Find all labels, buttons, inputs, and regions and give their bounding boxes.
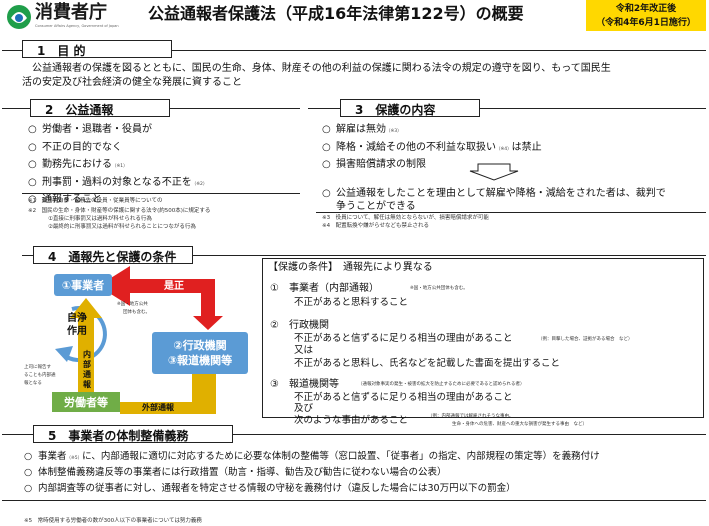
internal-report-label: 内部 通報 [83, 350, 91, 389]
c2-note: （例：目撃した場合、証拠がある場合 など） [538, 337, 633, 342]
c1-note: ※国・地方公共団体も含む。 [410, 286, 468, 291]
org-sub: Consumer Affairs Agency, Government of J… [35, 24, 119, 28]
c2-head: ② 行政機関 [270, 320, 329, 331]
list-item: ○体制整備義務違反等の事業者には行政措置（助言・指導、勧告及び勧告に従わない場合… [24, 467, 447, 478]
self-label2: 作用 [67, 326, 87, 337]
c2-body2: 不正があると思料し、氏名などを記載した書面を提出すること [294, 358, 561, 369]
badge-line1: 令和2年改正後 [615, 4, 677, 14]
self-label1: 自浄 [67, 313, 87, 324]
list-item: ○損害賠償請求の制限 [322, 159, 426, 170]
c1-head: ① 事業者（内部通報） [270, 283, 379, 294]
logo-mark-icon [7, 5, 31, 29]
conditions-title: 【保護の条件】 通報先により異なる [268, 262, 433, 273]
correction-label: 是正 [164, 281, 184, 292]
list-item: ○刑事罰・過料の対象となる不正を（※2） [28, 176, 208, 188]
side-note3: 報となる [24, 381, 42, 386]
list-item: ○事業者（※5）に、内部通報に適切に対応するために必要な体制の整備等（窓口設置、… [24, 451, 600, 462]
result-line2: 争うことができる [336, 201, 416, 212]
s3-footnote2: ※4 配置転換や嫌がらせなども禁止される [322, 223, 429, 229]
self-purification-label: 自浄 作用 [52, 310, 102, 340]
agency-box: ②行政機関 ③報道機関等 [152, 332, 248, 374]
section2-heading: 2 公益通報 [30, 99, 170, 117]
s2-footnote4: ②最終的に刑事罰又は過料が科せられることにつながる行為 [48, 224, 196, 230]
workers-box: 労働者等 [52, 392, 120, 412]
down-arrow-icon [469, 163, 519, 181]
agency1-label: ②行政機関 [173, 339, 227, 352]
conditions-box [262, 258, 704, 418]
list-item: ○勤務先における（※1） [28, 159, 128, 170]
c3-head: ③ 報道機関等 [270, 379, 339, 390]
section3-heading: 3 保護の内容 [340, 99, 480, 117]
section5-list: ○事業者（※5）に、内部通報に適切に対応するために必要な体制の整備等（窓口設置、… [24, 448, 600, 494]
c2-body1: 不正があると信ずるに足りる相当の理由があること [294, 333, 513, 344]
agency2-label: ③報道機関等 [167, 354, 233, 367]
logo [6, 4, 32, 30]
org-name: 消費者庁 [35, 2, 107, 23]
correction-arrow-icon [98, 266, 215, 306]
employer-note2: 団体も含む。 [123, 310, 150, 315]
list-item: ○降格・減給その他の不利益な取扱い（※4）は禁止 [322, 141, 542, 153]
c3-example2: 生命・身体への危害、財産への重大な損害が発生する事由 など） [452, 422, 587, 427]
section1-heading: 1 目 的 [22, 40, 172, 58]
side-note1: 上司に報告す [24, 365, 51, 370]
revision-badge: 令和2年改正後 （令和4年6月1日施行） [586, 0, 706, 31]
s2-footnote1: ※1 勤務先自体・勤務先の役員・従業員等についての [28, 198, 163, 204]
list-item: ○労働者・退職者・役員が [28, 124, 152, 135]
c1-body: 不正があると思料すること [294, 297, 409, 308]
s2-footnote2: ※2 国民の生命・身体・財産等の保護に関する法令(約500本)に規定する [28, 208, 211, 214]
employer-label: ①事業者 [61, 279, 105, 292]
c3-and: 及び [294, 403, 314, 414]
list-item: ○内部調査等の従事者に対し、通報者を特定させる情報の守秘を義務付け（違反した場合… [24, 483, 516, 494]
side-note2: ることも内部通 [24, 373, 56, 378]
section3-list: ○解雇は無効（※3） ○降格・減給その他の不利益な取扱い（※4）は禁止 ○損害賠… [322, 120, 542, 170]
external-report-label: 外部通報 [142, 403, 174, 412]
c3-note: （通報対象事実の発生・被害の拡大を防止するために必要であると認められる者） [358, 382, 525, 387]
list-item: ○通報すること [28, 194, 102, 205]
employer-note1: ※国・地方公共 [117, 302, 148, 307]
section4-heading: 4 通報先と保護の条件 [33, 246, 193, 264]
result-line1: ○公益通報をしたことを理由として解雇や降格・減給をされた者は、裁判で [322, 188, 666, 199]
c3-body2: 次のような事由があること [294, 415, 409, 426]
list-item: ○不正の目的でなく [28, 141, 122, 153]
c3-body1: 不正があると信ずるに足りる相当の理由があること [294, 392, 513, 403]
section5-heading: 5 事業者の体制整備義務 [33, 425, 233, 443]
purpose-line2: 活の安定及び社会経済の健全な発展に資すること [22, 77, 242, 88]
c2-or: 又は [294, 345, 314, 356]
section2-list: ○労働者・退職者・役員が ○不正の目的でなく ○勤務先における（※1） ○刑事罰… [28, 120, 207, 205]
s2-footnote3: ①直接に刑事罰又は過料が科せられる行為 [48, 216, 152, 222]
s3-footnote1: ※3 役員について、解任は無効とならないが、損害賠償請求が可能 [322, 215, 489, 221]
c3-example1: （例：内部通報では解雇されそうな事由、 [428, 414, 514, 419]
s5-footnote: ※5 常時使用する労働者の数が300人以下の事業者については努力義務 [24, 518, 202, 524]
employer-box: ①事業者 [54, 274, 112, 296]
list-item: ○解雇は無効（※3） [322, 124, 402, 135]
page-title: 公益通報者保護法（平成16年法律第122号）の概要 [148, 4, 524, 23]
purpose-line1: 公益通報者の保護を図るとともに、国民の生命、身体、財産その他の利益の保護に関わる… [32, 63, 611, 74]
workers-label: 労働者等 [64, 396, 108, 409]
badge-line2: （令和4年6月1日施行） [596, 18, 696, 28]
internal-report-arrow-icon [70, 298, 102, 412]
